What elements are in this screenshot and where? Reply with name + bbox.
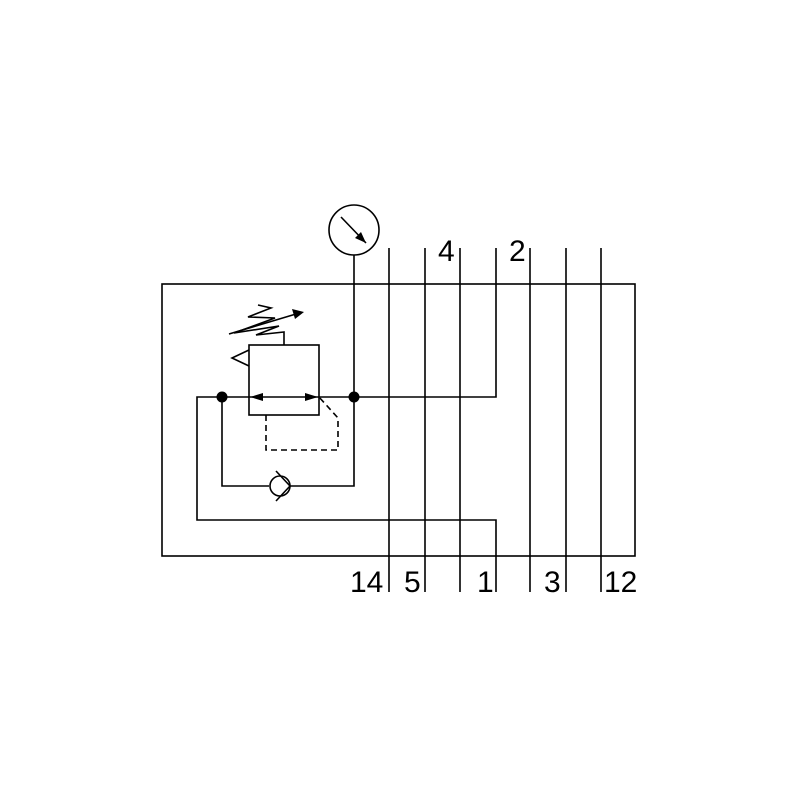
housing-frame	[161, 283, 636, 557]
port-label-12: 12	[604, 566, 637, 599]
port-label-2: 2	[509, 235, 526, 268]
port-1-connection	[196, 396, 497, 592]
flow-arrow-left	[250, 393, 263, 401]
exhaust-triangle-icon	[230, 349, 250, 367]
port-label-4: 4	[438, 235, 455, 268]
adjust-arrow-line	[228, 313, 297, 335]
check-valve-seat-icon	[275, 470, 292, 502]
bypass-line-left	[221, 397, 269, 487]
adjust-arrow-head	[292, 309, 304, 319]
port-label-3: 3	[544, 566, 561, 599]
port-2-connection	[354, 248, 497, 398]
port-label-5: 5	[404, 566, 421, 599]
port-label-1: 1	[477, 566, 494, 599]
pilot-dashed-line	[265, 396, 339, 451]
gauge-needle-arrow	[355, 232, 366, 243]
regulator-valve-body	[248, 344, 320, 416]
bypass-line-right	[290, 397, 355, 487]
flow-arrow-right	[305, 393, 318, 401]
port-label-14: 14	[350, 566, 383, 599]
check-valve-ball-icon	[269, 475, 291, 497]
